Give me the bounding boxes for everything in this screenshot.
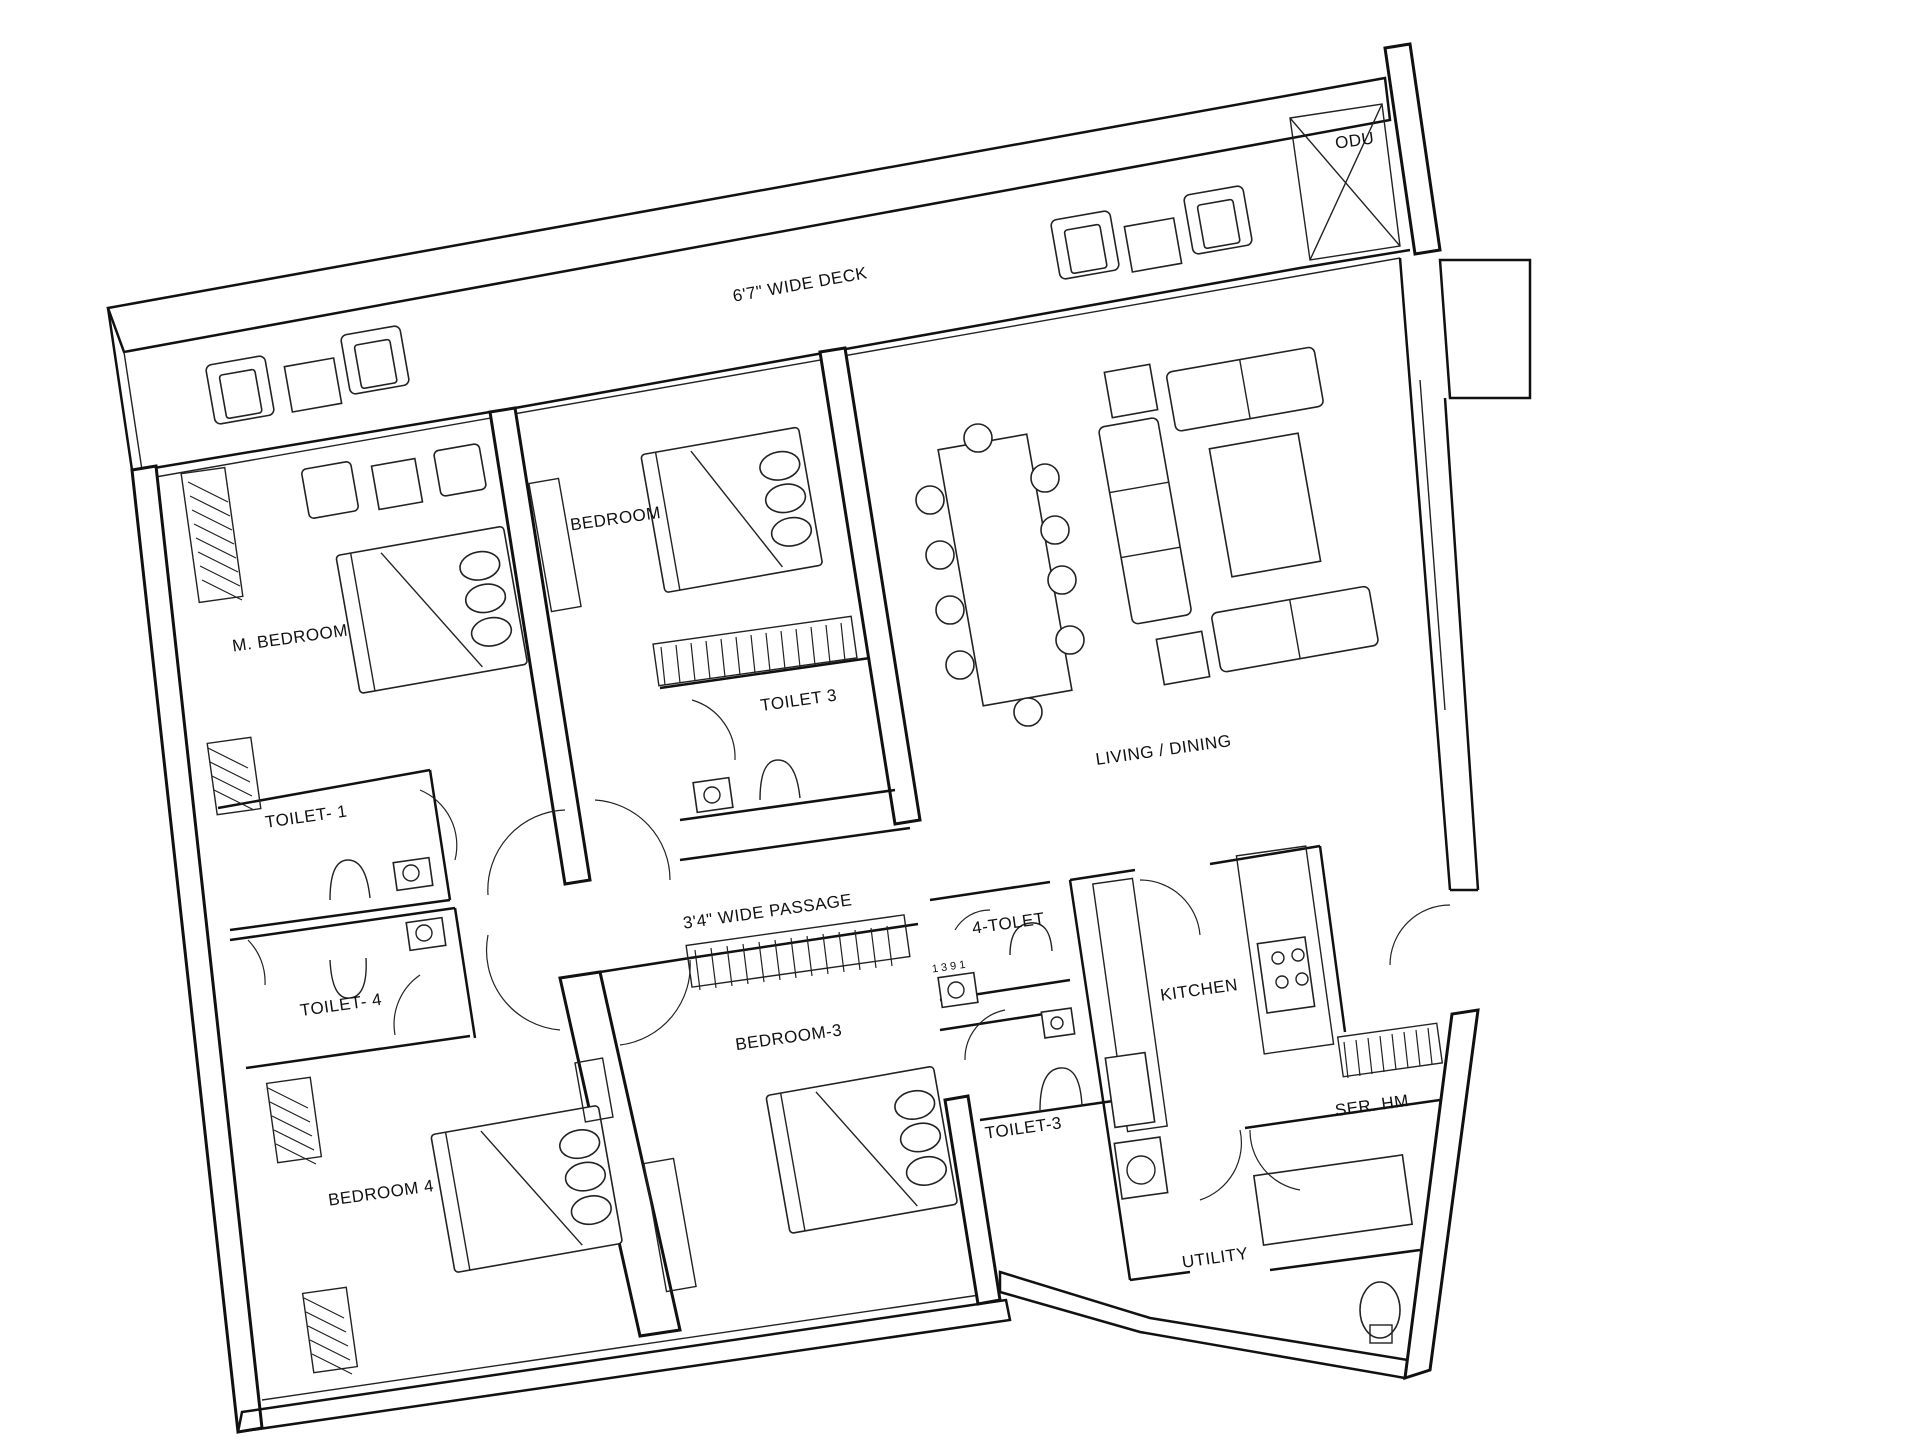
sofa-left [1098,417,1192,625]
kitchen-sink [1104,1051,1156,1129]
wardrobes [180,466,1444,1375]
deck-chair [1183,185,1253,255]
wall-bed-living [818,346,922,826]
wardrobe-mbed-bottom [206,736,262,816]
label-small-marks: 1 3 9 1 [931,959,966,976]
bed-master [335,525,528,694]
label-toilet-4: TOILET- 4 [299,990,383,1020]
label-toilet-3-top: TOILET 3 [759,686,838,716]
label-odu: ODU [1334,128,1376,152]
label-utility: UTILITY [1181,1244,1250,1272]
sofa-bottom [1211,585,1379,673]
label-toilet-1: TOILET- 1 [264,801,348,831]
dining-set [915,423,1085,727]
outer-walls [106,42,1532,1434]
sofa-top [1166,346,1324,432]
wall-mbed-bed [488,406,592,886]
deck-chair [205,355,275,425]
wardrobe-bedroom [652,615,858,687]
deck-table [283,357,343,413]
label-bedroom: BEDROOM [569,503,662,535]
label-master-bedroom: M. BEDROOM [231,621,349,656]
bedroom-furniture [301,443,697,1293]
deck-furniture [205,185,1253,425]
deck-chair [340,325,410,395]
label-deck: 6'7" WIDE DECK [731,263,869,305]
wardrobe-mbed-top [180,466,244,604]
interior-walls [217,346,1441,1338]
living-furniture [1098,346,1379,686]
label-living-dining: LIVING / DINING [1094,731,1232,769]
deck-chair [1050,210,1120,280]
wardrobe-serhm [1336,1022,1444,1079]
bed-bedroom [640,426,823,593]
wardrobe-bedroom3 [685,914,911,991]
left-wall [130,464,264,1434]
bed-bedroom3 [765,1065,958,1234]
label-bedroom-4: BEDROOM 4 [327,1176,435,1210]
wardrobe-bedroom4-bottom [301,1286,359,1375]
deck-outer-rail [106,76,1392,354]
label-toilet-4-small: 4-TOLET [971,909,1046,938]
toilet-fixtures [329,759,1083,1111]
label-servant-hm: SER. HM [1334,1091,1410,1120]
beds [335,426,958,1273]
utility-fixtures [1252,1153,1414,1344]
deck-table [1123,217,1183,273]
odu-unit [1289,103,1401,261]
label-passage: 3'4" WIDE PASSAGE [682,890,854,933]
bed-bedroom4 [430,1105,623,1273]
label-bedroom-3: BEDROOM-3 [734,1020,843,1054]
kitchen-fixtures [1092,845,1335,1200]
wardrobe-bedroom4-top [265,1076,323,1165]
label-kitchen: KITCHEN [1159,975,1239,1005]
doors [247,699,1451,1201]
coffee-table [1208,432,1322,578]
